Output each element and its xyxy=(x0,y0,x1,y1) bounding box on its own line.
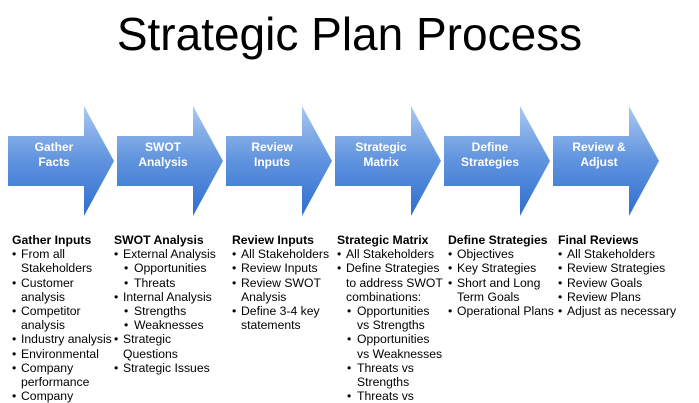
step-detail-item: Company xyxy=(12,389,114,403)
process-step-label-line: Inputs xyxy=(254,155,290,169)
process-step-label-line: Strategic xyxy=(355,140,407,154)
process-step-arrow xyxy=(335,106,441,216)
step-detail-title: Gather Inputs xyxy=(12,233,92,247)
diagram-title: Strategic Plan Process xyxy=(116,8,583,60)
process-step-arrow xyxy=(444,106,550,216)
process-step-label-line: Analysis xyxy=(138,155,188,169)
step-detail-title: Define Strategies xyxy=(448,233,548,247)
step-detail-list: From all StakeholdersCustomer analysisCo… xyxy=(12,247,114,403)
process-step-label-line: Review xyxy=(251,140,293,154)
process-step-label-line: Matrix xyxy=(363,155,399,169)
step-detail-title: Strategic Matrix xyxy=(337,233,429,247)
step-detail-item: Review Plans xyxy=(558,290,693,304)
step-detail-item: Operational Plans xyxy=(448,304,556,318)
step-detail-item: Opportunities vs Strengths xyxy=(337,304,445,332)
step-detail-column: Strategic MatrixAll StakeholdersDefine S… xyxy=(337,233,445,403)
step-detail-title: Final Reviews xyxy=(558,233,639,247)
process-step-label-line: SWOT xyxy=(145,140,181,154)
step-detail-item: Company performance xyxy=(12,361,114,389)
step-detail-item: Opportunities vs Weaknesses xyxy=(337,332,445,360)
step-detail-list: External AnalysisOpportunitiesThreatsInt… xyxy=(114,247,229,375)
step-detail-column: Review InputsAll StakeholdersReview Inpu… xyxy=(232,233,332,332)
process-step-arrow xyxy=(226,106,332,216)
step-detail-column: SWOT AnalysisExternal AnalysisOpportunit… xyxy=(114,233,229,375)
step-detail-item: Internal Analysis xyxy=(114,290,229,304)
step-detail-column: Final ReviewsAll StakeholdersReview Stra… xyxy=(558,233,693,318)
step-detail-item: Adjust as necessary xyxy=(558,304,693,318)
process-step-label-line: Strategies xyxy=(460,155,520,169)
step-detail-item: External Analysis xyxy=(114,247,229,261)
step-detail-item: Environmental xyxy=(12,347,114,361)
step-detail-item: All Stakeholders xyxy=(337,247,445,261)
step-detail-item: Threats xyxy=(114,276,229,290)
step-detail-item: Strategic Questions xyxy=(114,332,229,360)
step-detail-title: SWOT Analysis xyxy=(114,233,204,247)
step-detail-item: Strengths xyxy=(114,304,229,318)
step-detail-item: Industry analysis xyxy=(12,332,114,346)
process-step-label-line: Gather xyxy=(34,140,74,154)
process-step-arrow xyxy=(8,106,114,216)
step-detail-item: Key Strategies xyxy=(448,261,556,275)
step-detail-item: Competitor analysis xyxy=(12,304,114,332)
step-detail-item: Threats vs Strengths xyxy=(337,361,445,389)
step-detail-list: All StakeholdersReview StrategiesReview … xyxy=(558,247,693,318)
process-step-label-line: Define xyxy=(471,140,509,154)
step-detail-item: Threats vs xyxy=(337,389,445,403)
step-detail-item: Objectives xyxy=(448,247,556,261)
process-step-arrow xyxy=(553,106,659,216)
step-detail-item: Weaknesses xyxy=(114,318,229,332)
process-step-label-line: Review & xyxy=(572,140,626,154)
step-detail-list: All StakeholdersDefine Strategies to add… xyxy=(337,247,445,403)
step-detail-list: ObjectivesKey StrategiesShort and Long T… xyxy=(448,247,556,318)
step-detail-list: All StakeholdersReview InputsReview SWOT… xyxy=(232,247,332,332)
process-arrows xyxy=(8,106,659,216)
step-detail-item: Review Goals xyxy=(558,276,693,290)
step-detail-item: Customer analysis xyxy=(12,276,114,304)
process-step-label-line: Facts xyxy=(38,155,70,169)
process-step-label-line: Adjust xyxy=(580,155,618,169)
step-detail-item: Review SWOT Analysis xyxy=(232,276,332,304)
step-detail-item: Define Strategies to address SWOT combin… xyxy=(337,261,445,304)
step-detail-item: Opportunities xyxy=(114,261,229,275)
step-detail-item: Strategic Issues xyxy=(114,361,229,375)
step-detail-item: Short and Long Term Goals xyxy=(448,276,556,304)
process-step-arrow xyxy=(117,106,223,216)
step-detail-title: Review Inputs xyxy=(232,233,314,247)
step-detail-item: Review Strategies xyxy=(558,261,693,275)
step-detail-item: From all Stakeholders xyxy=(12,247,114,275)
step-detail-column: Gather InputsFrom all StakeholdersCustom… xyxy=(12,233,114,403)
process-step-label: Review &Adjust xyxy=(561,140,637,170)
step-detail-item: All Stakeholders xyxy=(232,247,332,261)
step-detail-item: All Stakeholders xyxy=(558,247,693,261)
step-detail-column: Define StrategiesObjectivesKey Strategie… xyxy=(448,233,556,318)
step-detail-item: Define 3-4 key statements xyxy=(232,304,332,332)
step-detail-item: Review Inputs xyxy=(232,261,332,275)
